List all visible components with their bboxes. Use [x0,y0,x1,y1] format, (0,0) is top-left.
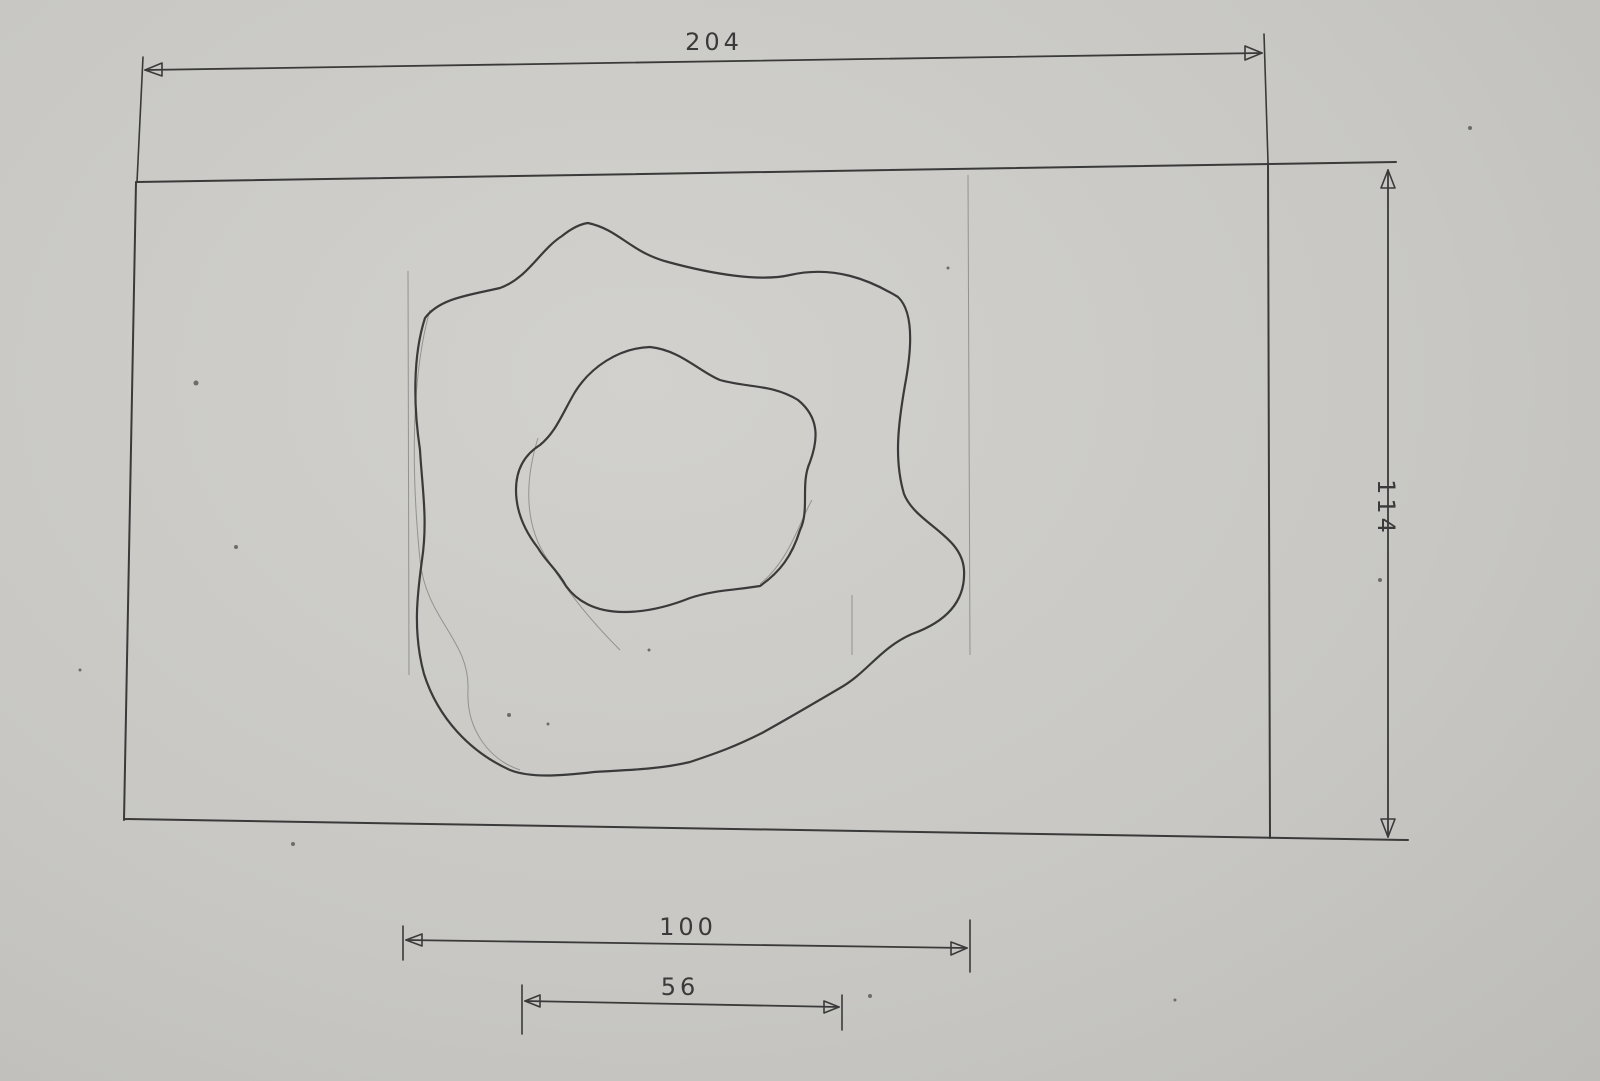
dimension-overall-height: 114 [1372,169,1400,838]
dimension-inner-shape-width: 56 [521,973,843,1035]
construction-lines [407,174,971,676]
inner-shape-width-label: 56 [661,973,700,1001]
outer-wavy-shape [413,221,966,777]
dimension-outer-shape-width: 100 [402,913,971,973]
overall-height-label: 114 [1372,479,1400,537]
outer-rectangle [123,161,1409,841]
outer-shape-width-label: 100 [659,913,717,941]
paper-specks [78,126,1472,1002]
overall-width-label: 204 [685,28,743,56]
dimension-overall-width: 204 [136,28,1269,183]
inner-wavy-shape [514,345,817,651]
